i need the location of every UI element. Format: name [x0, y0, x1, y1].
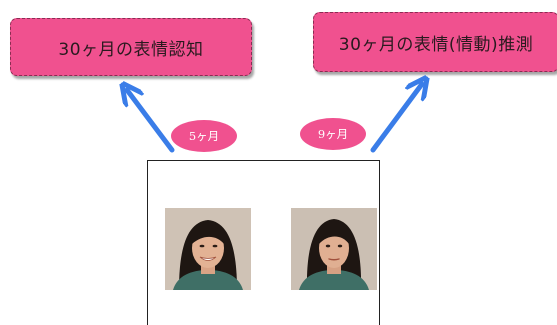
age-badge-9-months: 9ヶ月	[300, 118, 366, 150]
arrow-left	[127, 90, 175, 153]
right-badge-text: 9ヶ月	[317, 127, 349, 141]
left-label-text: 30ヶ月の表情認知	[58, 39, 204, 60]
left-label-box: 30ヶ月の表情認知	[10, 18, 252, 76]
arrow-right	[370, 84, 422, 153]
photo-frame	[147, 160, 380, 325]
smiling-face-icon	[165, 208, 251, 290]
neutral-face-icon	[291, 208, 377, 290]
right-label-text: 30ヶ月の表情(情動)推測	[338, 34, 534, 55]
age-badge-5-months: 5ヶ月	[171, 120, 237, 152]
smiling-face-photo	[165, 208, 251, 290]
neutral-face-photo	[291, 208, 377, 290]
right-label-box: 30ヶ月の表情(情動)推測	[313, 12, 557, 72]
left-badge-text: 5ヶ月	[188, 129, 220, 143]
